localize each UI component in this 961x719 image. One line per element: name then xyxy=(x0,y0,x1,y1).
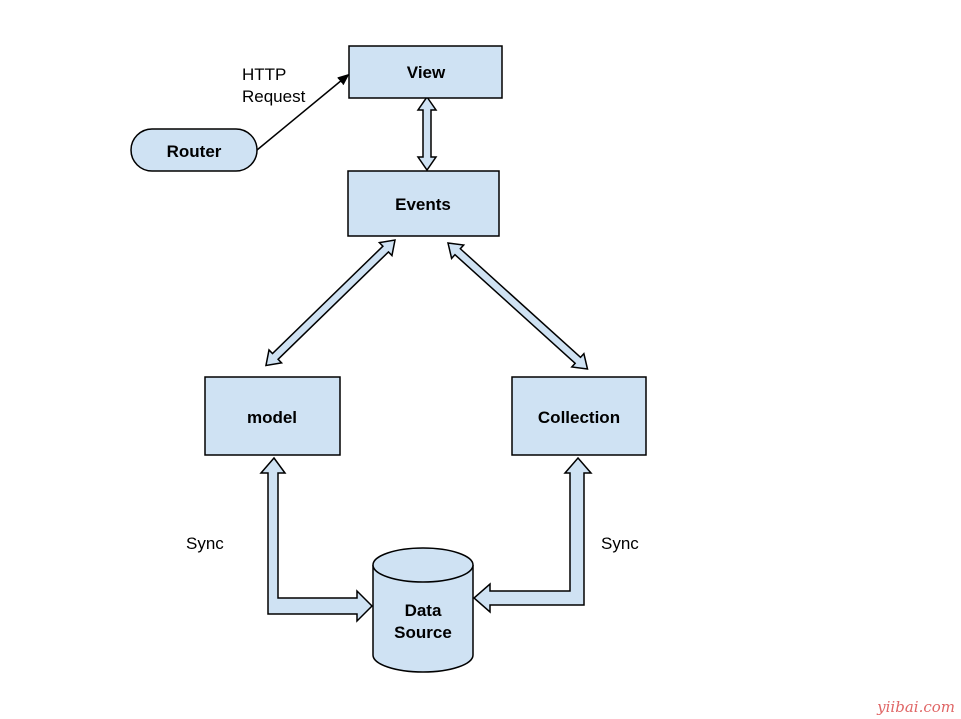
http-request-label-line1: HTTP xyxy=(242,65,286,84)
watermark: yiibai.com xyxy=(876,698,955,716)
collection-label: Collection xyxy=(538,408,620,427)
model-node: model xyxy=(204,376,341,456)
router-to-view-arrow xyxy=(256,73,350,151)
model-datasource-double-arrow xyxy=(259,456,374,623)
view-label: View xyxy=(407,63,446,82)
sync-right-label: Sync xyxy=(601,534,639,553)
model-label: model xyxy=(247,408,297,427)
events-label: Events xyxy=(395,195,451,214)
data-source-label-line1: Data xyxy=(405,601,442,620)
events-collection-double-arrow xyxy=(447,242,589,370)
router-node: Router xyxy=(130,128,258,172)
view-node: View xyxy=(348,45,503,99)
view-events-double-arrow xyxy=(416,95,438,172)
events-model-double-arrow xyxy=(265,239,396,367)
collection-node: Collection xyxy=(511,376,647,456)
sync-left-label: Sync xyxy=(186,534,224,553)
router-label: Router xyxy=(167,142,222,161)
collection-datasource-double-arrow xyxy=(472,456,593,614)
data-source-label-line2: Source xyxy=(394,623,452,642)
http-request-label-line2: Request xyxy=(242,87,306,106)
data-source-node: Data Source xyxy=(372,547,474,673)
events-node: Events xyxy=(347,170,500,237)
